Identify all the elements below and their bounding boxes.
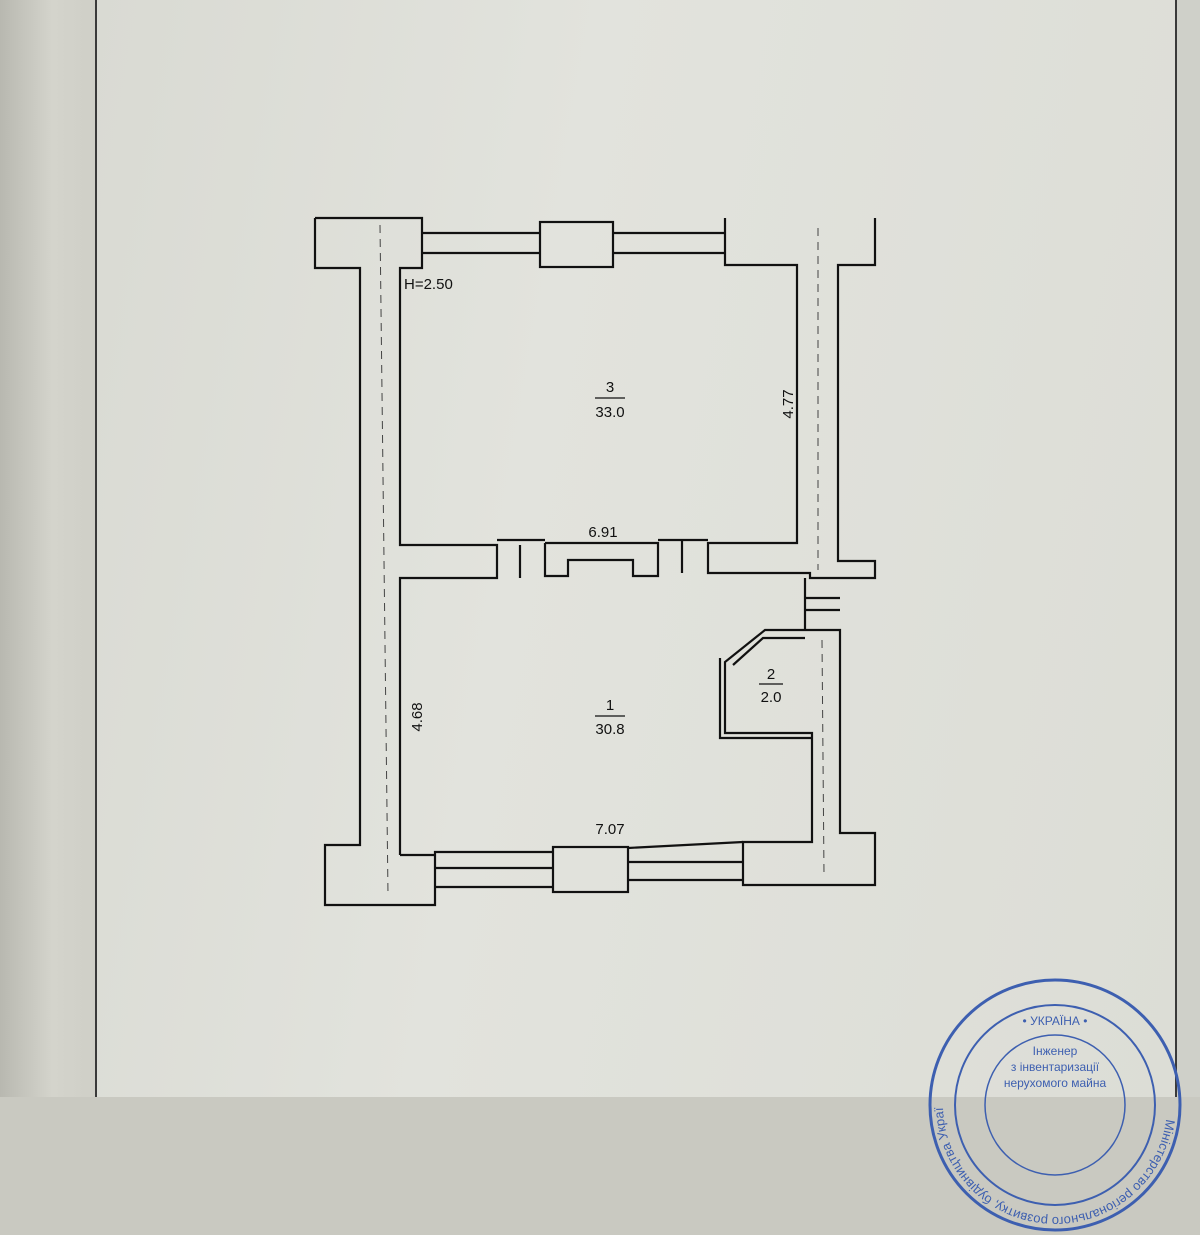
room-2-area: 2.0 — [761, 689, 782, 706]
room-3-depth-dimension: 4.77 — [780, 389, 797, 418]
stamp-country: • УКРАЇНА • — [1023, 1014, 1088, 1028]
room-1-area: 30.8 — [595, 721, 624, 738]
official-stamp: Міністерство регіонального розвитку, буд… — [925, 975, 1182, 1232]
plan-axis-lines — [379, 224, 825, 896]
ceiling-height-label: H=2.50 — [404, 276, 453, 293]
stamp-line-1: Інженер — [1033, 1044, 1078, 1058]
room-1-width-dimension: 7.07 — [595, 821, 624, 838]
book-spine — [0, 0, 95, 1097]
plan-walls — [313, 216, 877, 907]
document-page — [95, 0, 1177, 1097]
room-3-width-dimension: 6.91 — [588, 524, 617, 541]
stamp-line-2: з інвентаризації — [1011, 1060, 1100, 1074]
next-page-edge — [1175, 0, 1200, 1097]
floor-plan: H=2.50 3 33.0 1 30.8 2 2.0 6.91 7.07 4.7… — [313, 216, 877, 907]
stamp-line-3: нерухомого майна — [1004, 1076, 1107, 1090]
room-3-number: 3 — [606, 379, 614, 396]
room-label-dividers — [595, 397, 783, 717]
room-1-depth-dimension: 4.68 — [409, 702, 426, 731]
room-3-area: 33.0 — [595, 404, 624, 421]
room-2-number: 2 — [767, 666, 775, 683]
room-1-number: 1 — [606, 697, 614, 714]
